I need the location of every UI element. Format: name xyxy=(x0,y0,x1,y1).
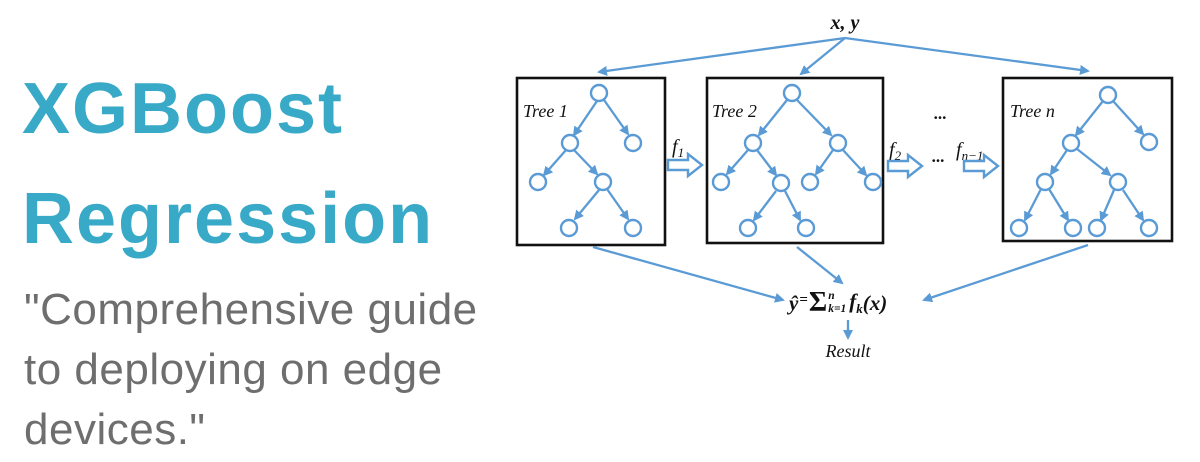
ellipsis-top: ... xyxy=(934,104,947,123)
flow-label-fn-1: fn−1 xyxy=(956,139,983,163)
tree-1: Tree 1 xyxy=(515,76,667,247)
node-circle xyxy=(711,172,731,192)
edge-arrow xyxy=(757,99,788,137)
edge-arrow xyxy=(572,100,598,137)
node-circle xyxy=(593,172,613,192)
subtitle-line-3: devices." xyxy=(24,405,206,454)
subtitle-line-1: "Comprehensive guide xyxy=(24,285,478,334)
block-arrow-f1 xyxy=(666,151,704,179)
node-circle xyxy=(743,133,763,153)
edge-arrow xyxy=(796,99,833,137)
page-title: XGBoost Regression xyxy=(22,54,434,274)
node-circle xyxy=(1098,85,1118,105)
sigma-upper-limit: n xyxy=(828,290,835,303)
node-circle xyxy=(1139,218,1159,238)
node-circle xyxy=(559,218,579,238)
node-circle xyxy=(1035,172,1055,192)
converge-arrow-treen xyxy=(922,243,1089,303)
sigma-symbol: Σ xyxy=(808,287,828,319)
node-circle xyxy=(1063,218,1083,238)
edge-arrow xyxy=(1023,188,1043,222)
sigma-lower-limit: k=1 xyxy=(828,303,847,316)
formula-yhat: ŷ xyxy=(789,290,799,315)
edge-arrow xyxy=(1048,188,1070,222)
converge-arrow-tree1 xyxy=(592,245,785,303)
block-arrow-fn-1 xyxy=(962,152,1000,180)
node-circle xyxy=(1139,132,1159,152)
title-line-1: XGBoost xyxy=(22,69,345,149)
subtitle: "Comprehensive guide to deploying on edg… xyxy=(24,280,478,460)
tree-n: Tree n xyxy=(1001,76,1174,243)
edge-arrow xyxy=(725,149,749,176)
edge-arrow xyxy=(752,190,777,222)
input-fanout-arrows xyxy=(597,36,1090,76)
fan-arrow-tree1 xyxy=(597,36,846,76)
node-circle xyxy=(828,133,848,153)
node-circle xyxy=(623,133,643,153)
node-circle xyxy=(771,173,791,193)
xgboost-ensemble-diagram: x, y Tree 1 xyxy=(500,0,1200,462)
node-circle xyxy=(796,218,816,238)
edge-arrow xyxy=(842,149,868,177)
node-circle xyxy=(1087,218,1107,238)
ellipsis-mid: ... xyxy=(932,147,945,166)
edge-arrow xyxy=(542,149,567,177)
node-circle xyxy=(738,218,758,238)
node-circle xyxy=(800,172,820,192)
edge-arrow xyxy=(1049,149,1068,176)
tree-2: Tree 2 xyxy=(705,76,885,245)
node-circle xyxy=(1108,172,1128,192)
edge-arrow xyxy=(1099,189,1116,222)
edge-arrow xyxy=(1074,100,1104,137)
node-circle xyxy=(623,218,643,238)
flow-label-f1: f1 xyxy=(672,136,684,160)
tree-1-edges xyxy=(542,99,630,221)
formula-f-sub: k xyxy=(856,301,863,317)
block-arrow-f2 xyxy=(886,152,924,180)
node-circle xyxy=(1061,133,1081,153)
result-label: Result xyxy=(825,341,872,361)
formula-f: f xyxy=(849,289,857,313)
title-line-2: Regression xyxy=(22,179,435,259)
tree-2-label: Tree 2 xyxy=(712,101,757,121)
edge-arrow xyxy=(573,149,599,176)
tree-2-edges xyxy=(725,99,868,222)
aggregation-arrows xyxy=(592,243,1089,303)
edge-arrow xyxy=(814,149,834,176)
edge-arrow xyxy=(756,149,778,177)
edge-arrow xyxy=(783,190,802,222)
node-circle xyxy=(589,83,609,103)
tree-n-nodes xyxy=(1009,85,1159,238)
node-circle xyxy=(528,172,548,192)
tree-2-nodes xyxy=(711,83,883,238)
tree-n-edges xyxy=(1023,100,1145,222)
edge-arrow xyxy=(1076,148,1112,177)
flow-label-f2: f2 xyxy=(889,139,902,163)
tree-1-label: Tree 1 xyxy=(523,101,568,121)
formula-fk: fk xyxy=(849,289,863,317)
subtitle-line-2: to deploying on edge xyxy=(24,345,443,394)
node-circle xyxy=(1009,218,1029,238)
edge-arrow xyxy=(603,99,630,136)
edge-arrow xyxy=(1112,100,1145,136)
edge-arrow xyxy=(1122,189,1145,222)
formula-arg: (x) xyxy=(862,290,888,315)
tree-1-nodes xyxy=(528,83,643,238)
node-circle xyxy=(782,83,802,103)
edge-arrow xyxy=(606,188,630,221)
ensemble-svg: x, y Tree 1 xyxy=(515,12,1174,361)
edge-arrow xyxy=(573,189,600,221)
node-circle xyxy=(863,172,883,192)
node-circle xyxy=(560,133,580,153)
input-label: x, y xyxy=(830,12,860,34)
tree-n-label: Tree n xyxy=(1010,101,1055,121)
fan-arrow-tree2 xyxy=(799,37,846,76)
fan-arrow-treen xyxy=(844,36,1090,75)
tree-1-box xyxy=(515,76,667,247)
formula-equals: = xyxy=(799,291,808,308)
converge-arrow-tree2 xyxy=(796,246,844,285)
